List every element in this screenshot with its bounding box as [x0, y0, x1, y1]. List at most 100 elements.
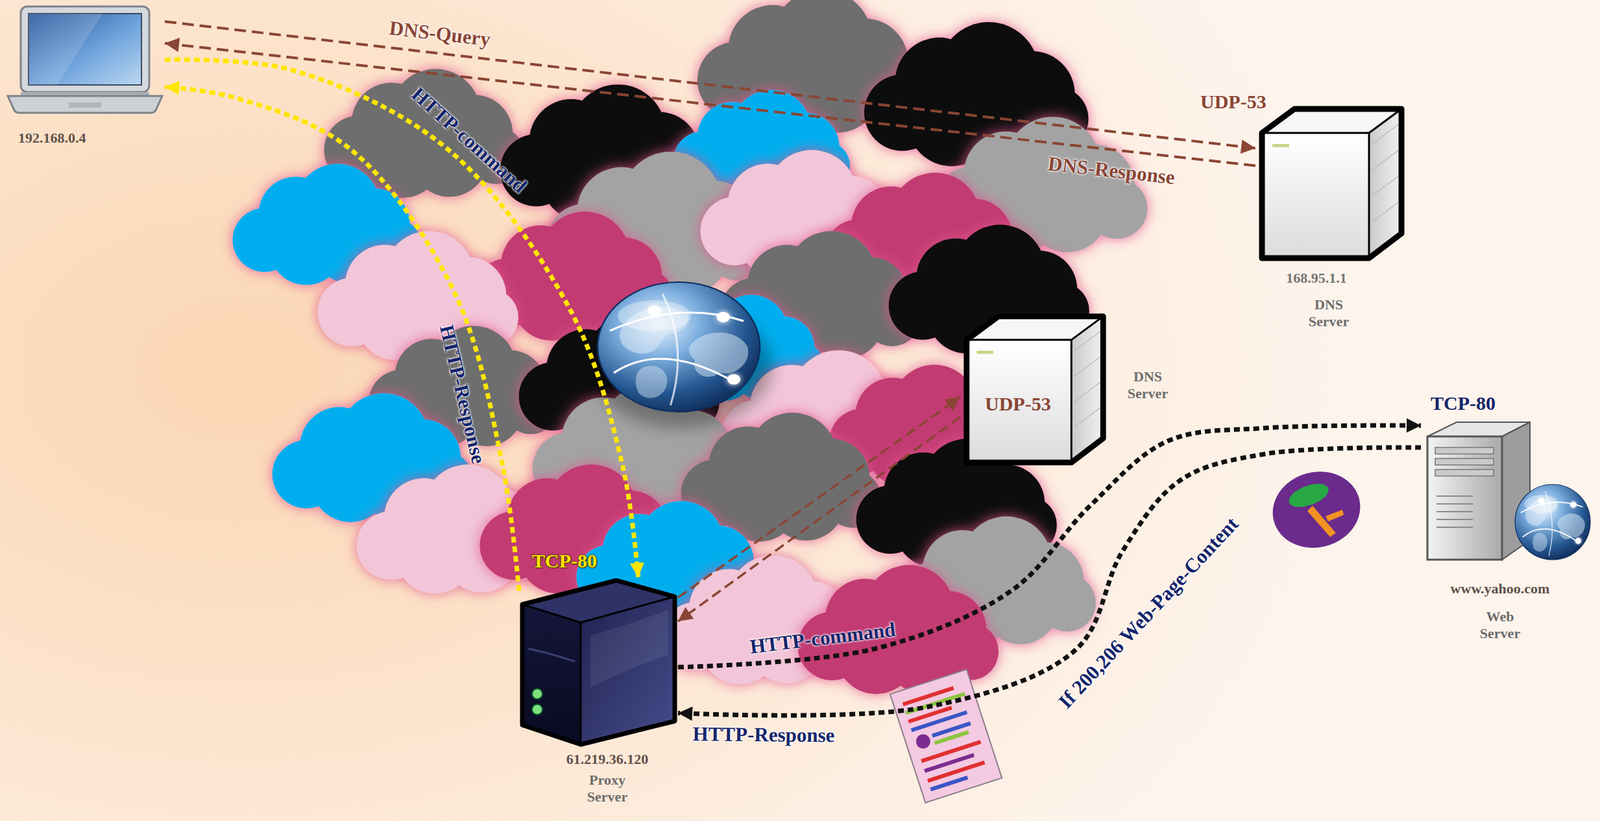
tower-vent	[1436, 495, 1473, 497]
proxy-seam	[528, 648, 575, 662]
web-icon	[1420, 418, 1593, 565]
badge-disc	[1263, 461, 1369, 558]
server-outline	[1261, 109, 1402, 259]
tower-vent	[1436, 503, 1473, 505]
connector	[678, 417, 961, 622]
edge-label: HTTP-Response	[434, 323, 490, 467]
globe-highlight	[617, 300, 691, 332]
laptop-node: 192.168.0.4	[5, 5, 165, 115]
role-label: Web Server	[1479, 608, 1521, 643]
server-groove	[1372, 176, 1399, 196]
proxy-edge	[580, 622, 582, 745]
badge-stem	[1325, 509, 1344, 522]
server-outline	[966, 316, 1104, 463]
server-groove	[1074, 408, 1100, 427]
edge-label: HTTP-command	[406, 83, 532, 198]
server-edge	[1261, 109, 1402, 134]
port-label: TCP-80	[532, 550, 597, 573]
globe-arc	[1520, 502, 1584, 513]
server-edge	[1368, 133, 1371, 259]
cube-icon	[1255, 103, 1408, 263]
edge-label: HTTP-Response	[692, 722, 835, 748]
proxy-outline	[522, 580, 675, 745]
drive-bay	[1435, 447, 1494, 455]
connector	[164, 86, 520, 592]
globe-arc	[613, 358, 736, 383]
server-edge	[1070, 339, 1073, 463]
badge-leaf	[1285, 479, 1332, 512]
globe-dot	[716, 312, 730, 323]
proxy-glint	[590, 609, 669, 688]
globe-dot	[727, 374, 741, 385]
web-page-icon	[890, 669, 1002, 804]
connector	[164, 59, 639, 578]
laptop-screen	[28, 13, 142, 85]
globe-land	[1557, 513, 1586, 540]
server-front	[966, 339, 1072, 463]
connector	[164, 43, 1256, 167]
badge-icon	[1263, 461, 1369, 558]
globe-dot	[1538, 498, 1545, 505]
address-label: 192.168.0.4	[18, 129, 87, 146]
page-sheet	[890, 669, 1002, 804]
proxy-led	[532, 704, 543, 716]
server-groove	[1372, 202, 1399, 222]
connector	[678, 447, 1421, 716]
globe-arc	[1522, 529, 1580, 544]
cloud-puff	[268, 210, 344, 285]
proxy-led	[532, 689, 543, 700]
role-label: DNS Server	[1308, 296, 1349, 331]
page-dot	[914, 732, 933, 751]
port-label: UDP-53	[1200, 90, 1267, 114]
drive-bay	[1435, 469, 1494, 477]
tower-front	[1427, 436, 1503, 560]
server-groove	[1074, 382, 1100, 402]
internet-globe	[597, 282, 760, 413]
globe-arc	[662, 293, 679, 406]
laptop-trackpad	[68, 102, 102, 108]
server-groove	[1074, 357, 1100, 377]
server-front	[1261, 133, 1370, 259]
port-label: TCP-80	[1430, 392, 1496, 416]
dns-server-node: UDP-53DNS Server	[960, 311, 1110, 468]
laptop-base	[7, 96, 163, 113]
tower-vent	[1436, 511, 1473, 513]
proxy-edge	[522, 596, 675, 623]
globe-land	[1532, 533, 1548, 553]
web-globe	[1515, 484, 1591, 560]
edge-label: DNS-Query	[387, 16, 492, 52]
globe-land	[689, 332, 749, 377]
globe-dot	[1570, 502, 1576, 509]
globe-land	[635, 365, 668, 399]
address-label: 61.219.36.120	[566, 751, 649, 768]
address-label: 168.95.1.1	[1285, 269, 1347, 287]
server-groove	[1372, 150, 1399, 170]
dns-server-node: UDP-53168.95.1.1DNS Server	[1255, 103, 1408, 263]
cloud-puff	[310, 443, 390, 523]
edge-label: HTTP-command	[748, 617, 897, 659]
globe-dot	[648, 305, 662, 316]
connector	[678, 397, 961, 598]
edge-label: DNS-Response	[1046, 151, 1176, 189]
drive-bay	[1435, 458, 1494, 466]
connector	[164, 21, 1256, 148]
globe-dot	[1575, 537, 1582, 544]
address-label: www.yahoo.com	[1450, 580, 1551, 597]
laptop-icon	[5, 5, 165, 115]
server-led	[1272, 144, 1290, 148]
page-line	[934, 730, 970, 746]
laptop-bezel	[20, 6, 150, 93]
proxy-server-node: TCP-8061.219.36.120Proxy Server	[519, 577, 679, 748]
status-note: If 200,206 Web-Page-Content	[1053, 512, 1244, 714]
cube-icon	[960, 311, 1110, 468]
proxy-icon	[519, 577, 679, 748]
badge-stem	[1307, 506, 1336, 538]
cloud-puff	[395, 514, 475, 594]
screen-glare	[28, 13, 103, 85]
port-label: UDP-53	[984, 393, 1052, 416]
server-led	[976, 351, 993, 355]
tower-vent	[1436, 519, 1473, 521]
web-server-node: TCP-80www.yahoo.comWeb Server	[1420, 418, 1593, 565]
globe-body	[597, 282, 760, 413]
